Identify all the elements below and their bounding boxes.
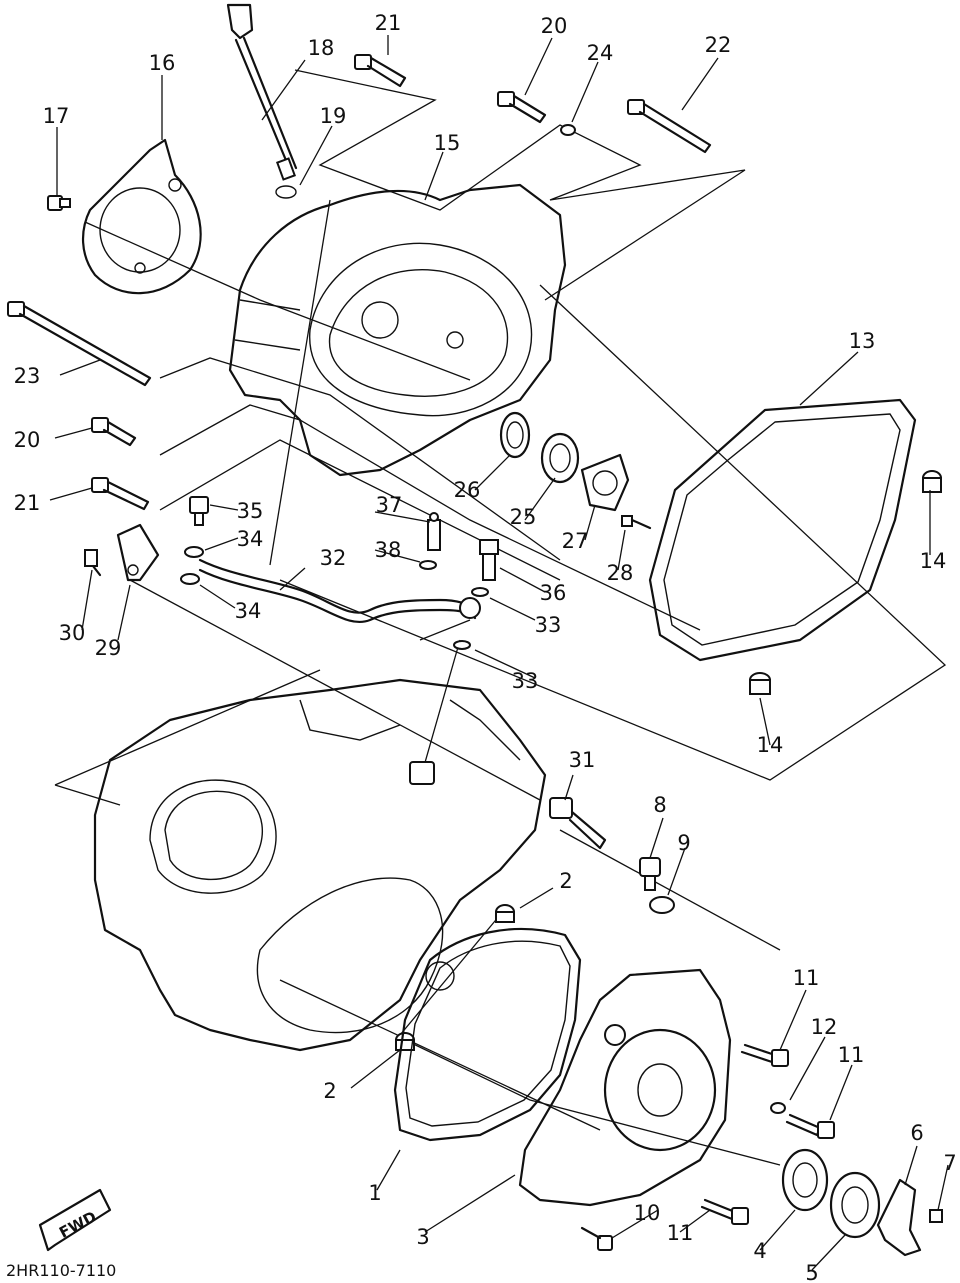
callout-18: 18 bbox=[308, 36, 335, 60]
callout-5: 5 bbox=[805, 1261, 818, 1283]
callout-21-left: 21 bbox=[14, 491, 41, 515]
nut-31 bbox=[549, 797, 607, 850]
callout-10: 10 bbox=[634, 1201, 661, 1225]
bolt-21-left bbox=[91, 477, 150, 511]
callout-6: 6 bbox=[910, 1121, 923, 1145]
callout-35: 35 bbox=[237, 499, 264, 523]
bolt-23 bbox=[7, 301, 152, 387]
callout-17: 17 bbox=[43, 104, 70, 128]
washer-9 bbox=[649, 896, 675, 914]
callout-1: 1 bbox=[368, 1181, 381, 1205]
callout-16: 16 bbox=[149, 51, 176, 75]
callout-4: 4 bbox=[753, 1239, 766, 1263]
callout-33-lower: 33 bbox=[512, 669, 539, 693]
cover-plate-16 bbox=[81, 138, 202, 295]
screw-7 bbox=[929, 1209, 943, 1223]
callout-29: 29 bbox=[95, 636, 122, 660]
callout-22: 22 bbox=[705, 33, 732, 57]
callout-27: 27 bbox=[562, 529, 589, 553]
oil-seal-5 bbox=[829, 1171, 881, 1239]
dipstick-18 bbox=[226, 3, 298, 181]
screw-28 bbox=[621, 515, 652, 530]
callout-19: 19 bbox=[320, 104, 347, 128]
callout-11-lower: 11 bbox=[667, 1221, 694, 1245]
dowel-pin-14-upper bbox=[922, 470, 942, 493]
callout-11-middle: 11 bbox=[838, 1043, 865, 1067]
gasket-13 bbox=[648, 398, 917, 662]
crankcase-cover-15 bbox=[228, 183, 567, 477]
callout-20-left: 20 bbox=[14, 428, 41, 452]
callout-38: 38 bbox=[375, 538, 402, 562]
gasket-1 bbox=[393, 927, 582, 1142]
bolt-11-lower bbox=[700, 1198, 749, 1225]
callout-37: 37 bbox=[376, 493, 403, 517]
washer-34-lower bbox=[180, 573, 200, 585]
callout-8: 8 bbox=[653, 793, 666, 817]
washer-33-lower bbox=[453, 640, 471, 650]
bracket-6 bbox=[876, 1178, 922, 1257]
callout-25: 25 bbox=[510, 505, 537, 529]
callout-7: 7 bbox=[943, 1151, 956, 1175]
callout-30: 30 bbox=[59, 621, 86, 645]
bolt-17 bbox=[47, 195, 71, 211]
callout-23: 23 bbox=[14, 364, 41, 388]
bolt-20-left bbox=[91, 417, 137, 447]
callout-33-upper: 33 bbox=[535, 613, 562, 637]
callout-3: 3 bbox=[416, 1225, 429, 1249]
bolt-30 bbox=[84, 549, 102, 577]
bolt-21-upper bbox=[354, 54, 407, 88]
callout-26: 26 bbox=[454, 478, 481, 502]
washer-33-upper bbox=[471, 587, 489, 597]
callout-21-upper: 21 bbox=[375, 11, 402, 35]
callout-labels: 1 2 2 3 4 5 6 7 8 9 10 11 11 11 12 13 14… bbox=[14, 11, 957, 1283]
callout-34-upper: 34 bbox=[237, 527, 264, 551]
dowel-pin-2-upper bbox=[495, 904, 515, 923]
plug-8 bbox=[639, 857, 661, 891]
callout-2-lower: 2 bbox=[323, 1079, 336, 1103]
sensor-37 bbox=[427, 512, 441, 551]
callout-20-upper: 20 bbox=[541, 14, 568, 38]
washer-38 bbox=[419, 560, 437, 570]
callout-14-upper: 14 bbox=[920, 549, 947, 573]
oil-seal-26 bbox=[499, 411, 531, 459]
callout-2-upper: 2 bbox=[559, 869, 572, 893]
callout-12: 12 bbox=[811, 1015, 838, 1039]
o-ring-19 bbox=[275, 185, 297, 199]
bearing-25 bbox=[540, 432, 580, 484]
dowel-pin-14-lower bbox=[749, 672, 771, 695]
callout-28: 28 bbox=[607, 561, 634, 585]
bracket-29 bbox=[116, 523, 160, 582]
dowel-pin-2-lower bbox=[395, 1032, 415, 1051]
callout-34-lower: 34 bbox=[235, 599, 262, 623]
callout-leaders bbox=[49, 35, 949, 1271]
callout-15: 15 bbox=[434, 131, 461, 155]
callout-13: 13 bbox=[849, 329, 876, 353]
washer-12 bbox=[770, 1102, 786, 1114]
washer-34-upper bbox=[184, 546, 204, 558]
forward-arrow-icon: FWD bbox=[38, 1188, 112, 1252]
fitting-36 bbox=[479, 539, 499, 581]
bolt-10 bbox=[580, 1226, 613, 1251]
bearing-4 bbox=[781, 1148, 829, 1212]
callout-24: 24 bbox=[587, 41, 614, 65]
callout-9: 9 bbox=[677, 831, 690, 855]
crankcase-cover-3 bbox=[518, 968, 732, 1207]
callout-36: 36 bbox=[540, 581, 567, 605]
callout-11-upper: 11 bbox=[793, 966, 820, 990]
oil-pipe-32 bbox=[198, 558, 477, 614]
bolt-11-middle bbox=[785, 1113, 835, 1139]
drawing-code: 2HR110-7110 bbox=[6, 1261, 116, 1280]
leader-lines bbox=[54, 69, 947, 1166]
retainer-27 bbox=[580, 453, 630, 512]
callout-32: 32 bbox=[320, 546, 347, 570]
bolt-22 bbox=[627, 99, 712, 154]
callout-31: 31 bbox=[569, 748, 596, 772]
callout-14-lower: 14 bbox=[757, 733, 784, 757]
union-bolt-35 bbox=[189, 496, 209, 526]
washer-24 bbox=[560, 124, 576, 136]
bolt-20-upper bbox=[497, 91, 547, 124]
crankcase-lower bbox=[93, 678, 547, 1052]
